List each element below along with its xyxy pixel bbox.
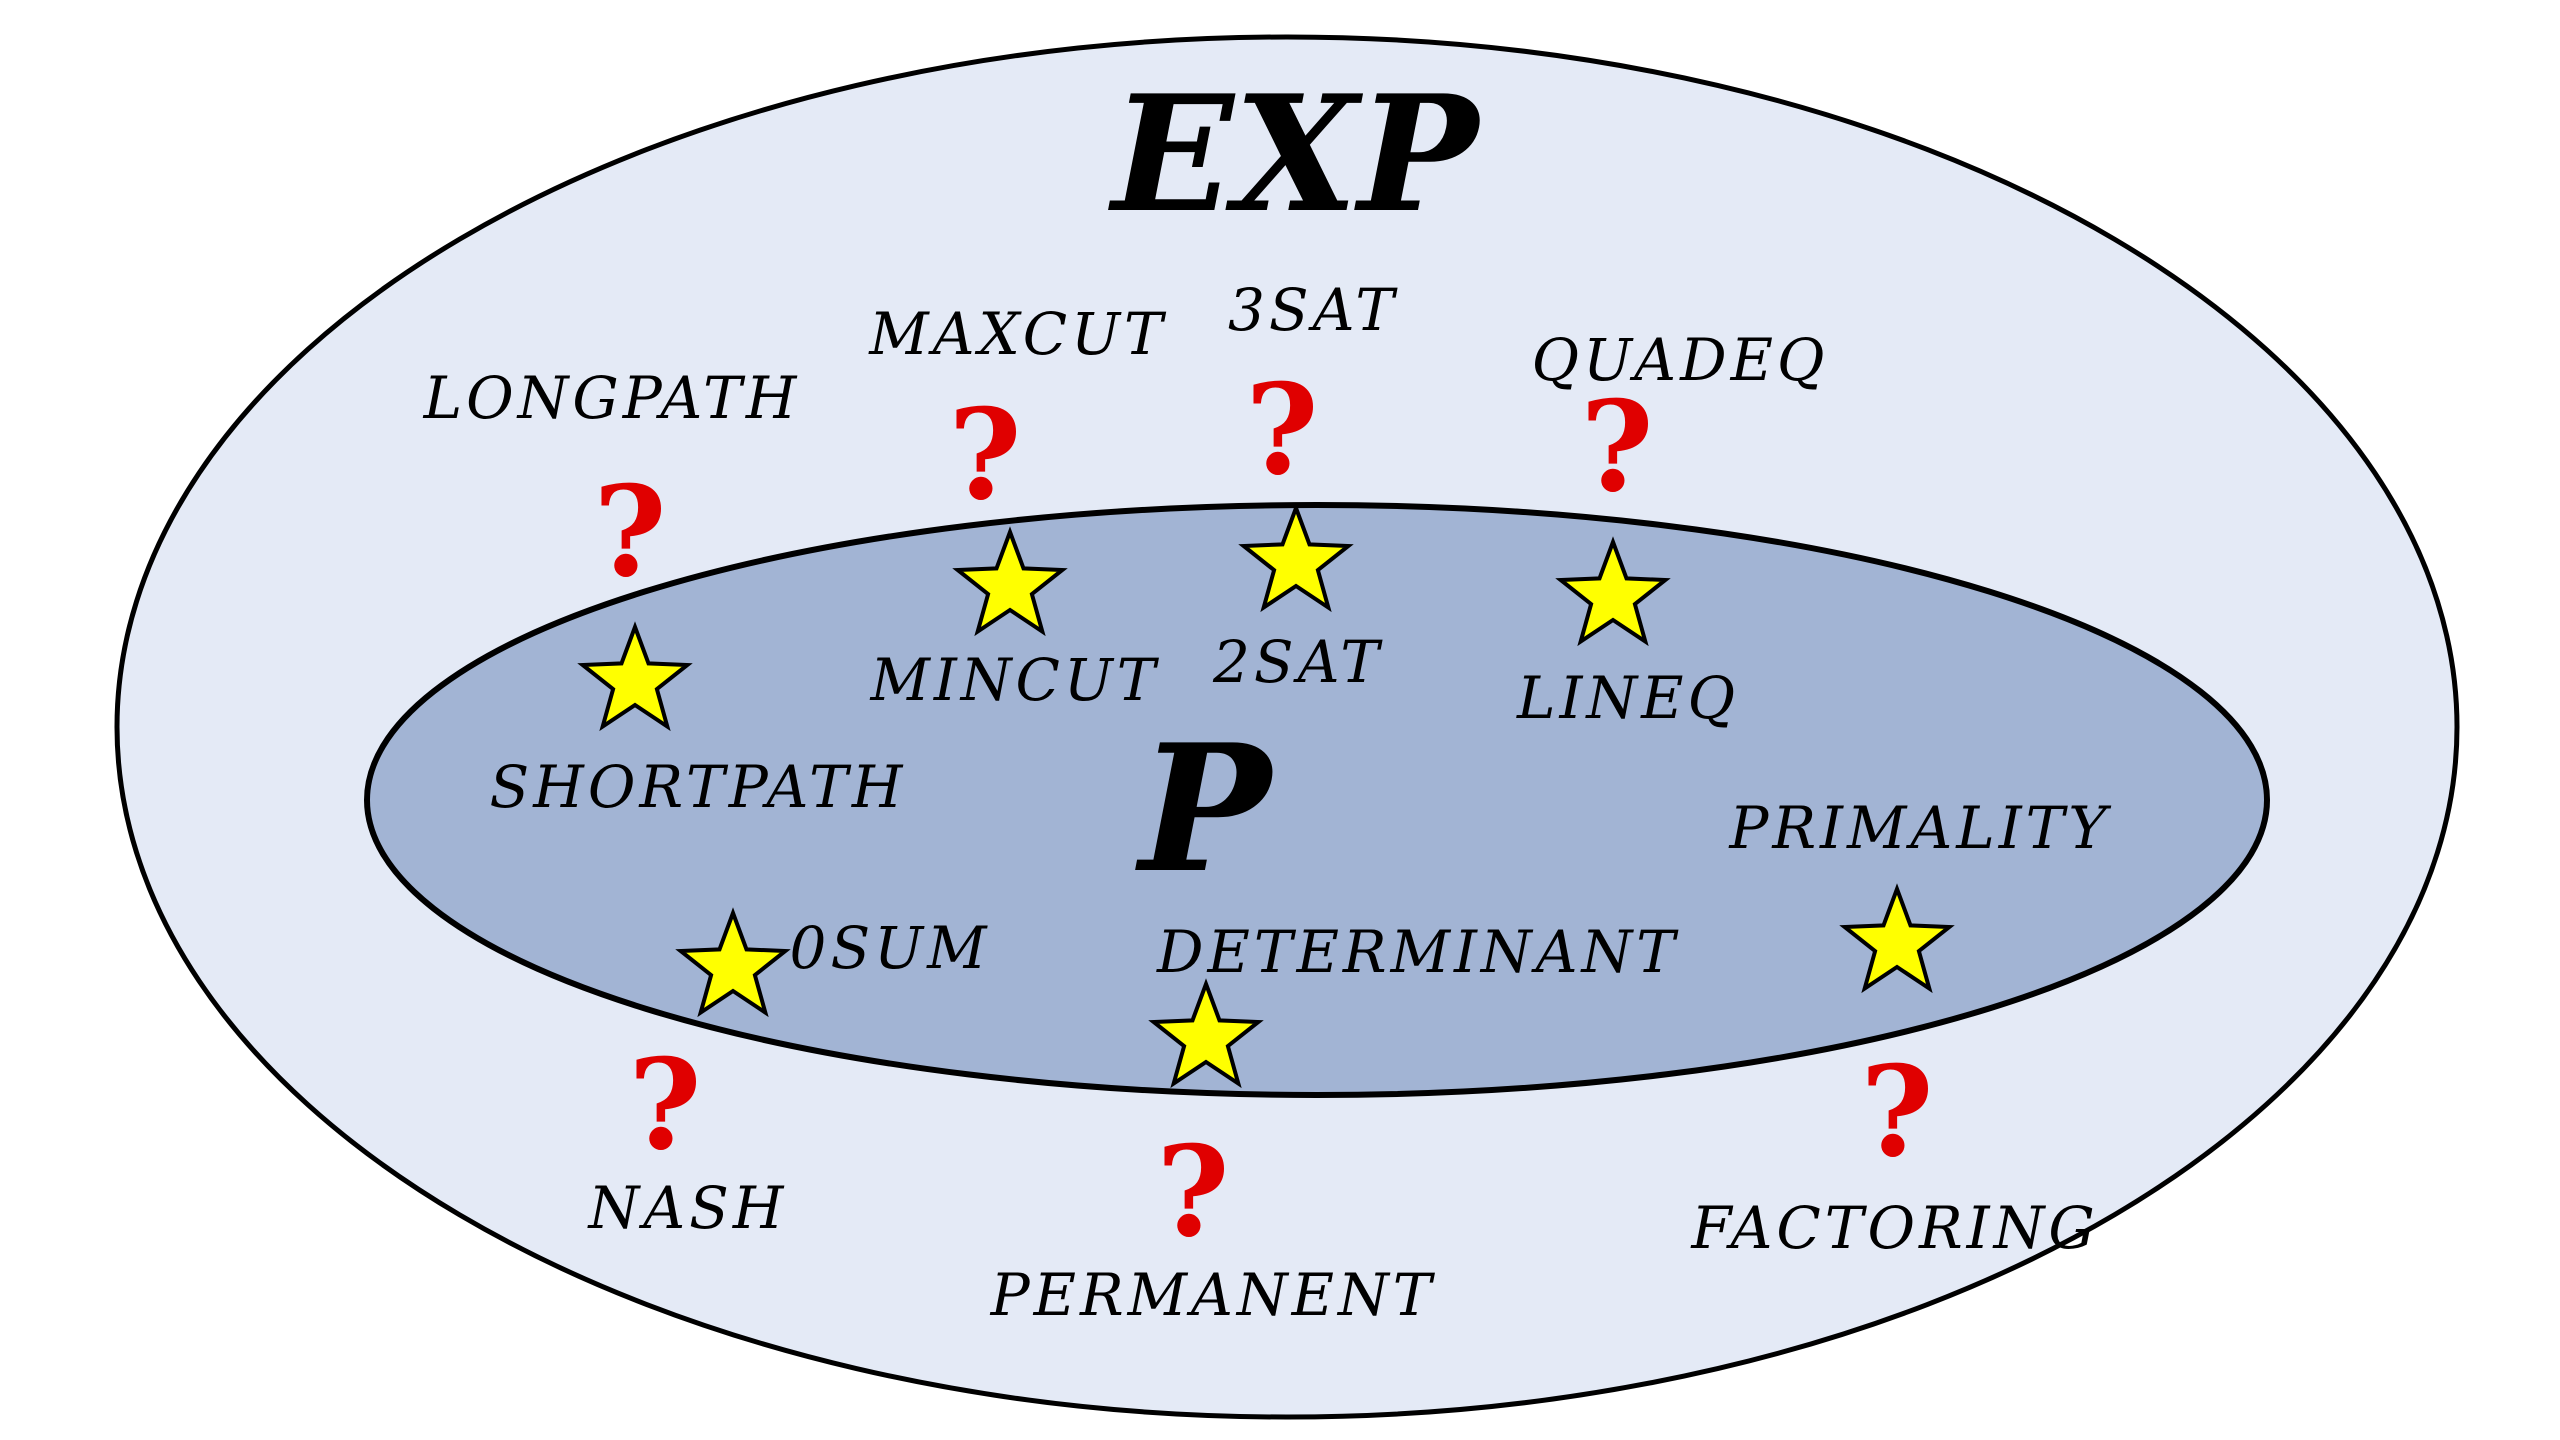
- problem-label-2sat: 2SAT: [1212, 628, 1383, 696]
- question-mark-icon: ?: [1245, 357, 1318, 503]
- p-set-label: P: [1134, 707, 1275, 912]
- star-icon: [1148, 978, 1264, 1089]
- question-mark-icon: ?: [1860, 1039, 1933, 1185]
- problem-label-permanent: PERMANENT: [990, 1261, 1436, 1329]
- problem-label-lineq: LINEQ: [1516, 664, 1739, 732]
- problem-label-mincut: MINCUT: [870, 646, 1160, 714]
- star-icon: [1555, 536, 1671, 647]
- exp-set-label: EXP: [1108, 60, 1483, 248]
- question-mark-icon: ?: [593, 459, 666, 605]
- question-mark-icon: ?: [1156, 1119, 1229, 1265]
- problem-label-factoring: FACTORING: [1690, 1194, 2098, 1262]
- question-mark-icon: ?: [948, 382, 1021, 528]
- problem-label-longpath: LONGPATH: [423, 364, 801, 432]
- question-mark-icon: ?: [1580, 374, 1653, 520]
- star-icon: [1238, 502, 1354, 613]
- star-icon: [952, 526, 1068, 637]
- star-icon: [577, 621, 693, 732]
- problem-label-nash: NASH: [587, 1174, 788, 1242]
- problem-label-shortpath: SHORTPATH: [490, 753, 907, 821]
- question-mark-icon: ?: [628, 1032, 701, 1178]
- problem-label-determinant: DETERMINANT: [1156, 918, 1679, 986]
- problem-label-maxcut: MAXCUT: [868, 300, 1167, 368]
- problem-label-primality: PRIMALITY: [1728, 794, 2111, 862]
- star-icon: [675, 907, 791, 1018]
- problem-label-quadeq: QUADEQ: [1532, 326, 1829, 394]
- open-problems-group: ? LONGPATH ? MAXCUT ? 3SAT ? QUADEQ ? NA…: [423, 276, 2098, 1329]
- p-set-region: [364, 502, 2270, 1098]
- star-icon: [1839, 883, 1955, 994]
- problem-label-3sat: 3SAT: [1228, 276, 1398, 344]
- problem-label-0sum: 0SUM: [790, 914, 991, 982]
- p-problems-group: SHORTPATH MINCUT 2SAT LINEQ 0SUM DETERMI…: [490, 502, 2111, 1089]
